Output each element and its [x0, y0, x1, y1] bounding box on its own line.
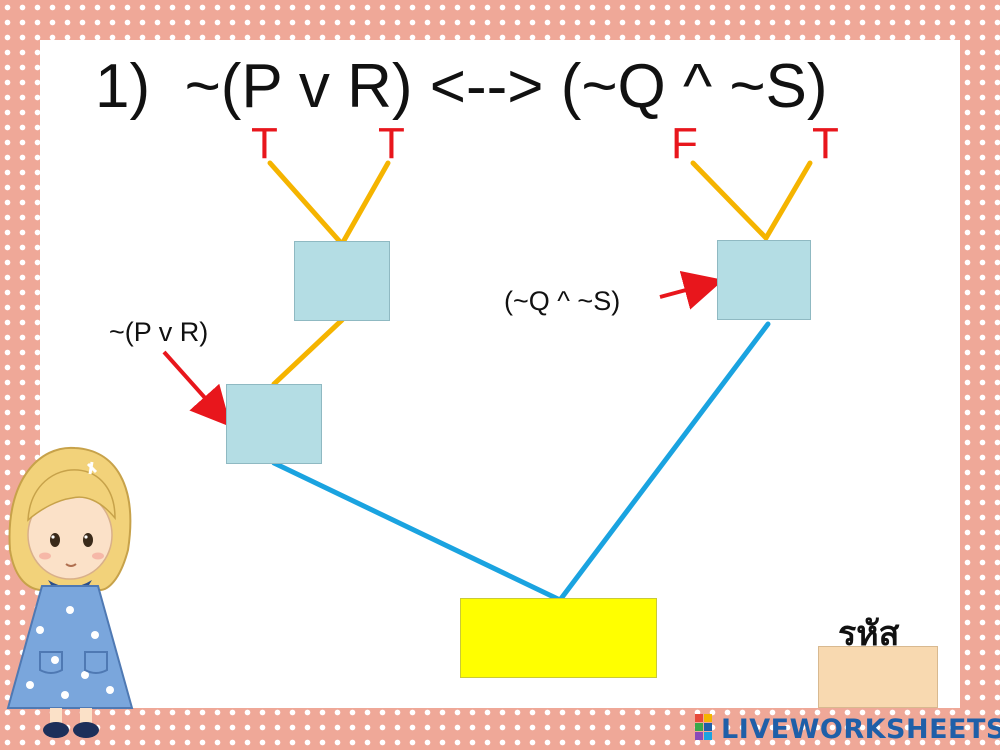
label-not-q-and-not-s: (~Q ^ ~S) [504, 286, 621, 316]
truth-value-p: T [251, 119, 278, 168]
branch-r-line [339, 160, 391, 247]
brand-name: LIVEWORKSHEETS [721, 713, 1000, 745]
not-q-and-not-s-answer-box[interactable] [717, 240, 811, 320]
brand-icon [695, 714, 712, 740]
branch-s-line [763, 160, 813, 241]
final-answer-box[interactable] [460, 598, 657, 678]
arrow-not-q-and-not-s [659, 270, 724, 310]
p-or-r-answer-box[interactable] [294, 241, 390, 321]
truth-value-q: F [671, 119, 698, 168]
label-not-p-or-r: ~(P v R) [109, 317, 209, 347]
truth-value-s: T [812, 119, 839, 168]
branch-p-line [267, 160, 345, 247]
arrow-not-p-or-r [162, 350, 231, 427]
branch-right-main-line [557, 321, 771, 603]
truth-value-r: T [378, 119, 405, 168]
branch-left-main-line [271, 460, 563, 603]
not-p-or-r-answer-box[interactable] [226, 384, 322, 464]
branch-or-to-not-line [271, 317, 345, 387]
girl-illustration [6, 446, 134, 738]
problem-title: 1) ~(P v R) <--> (~Q ^ ~S) [95, 52, 828, 121]
brand-logo: LIVEWORKSHEETS [695, 712, 1000, 746]
code-input-box[interactable] [818, 646, 938, 708]
worksheet-panel [40, 40, 960, 708]
branch-q-line [690, 160, 769, 241]
